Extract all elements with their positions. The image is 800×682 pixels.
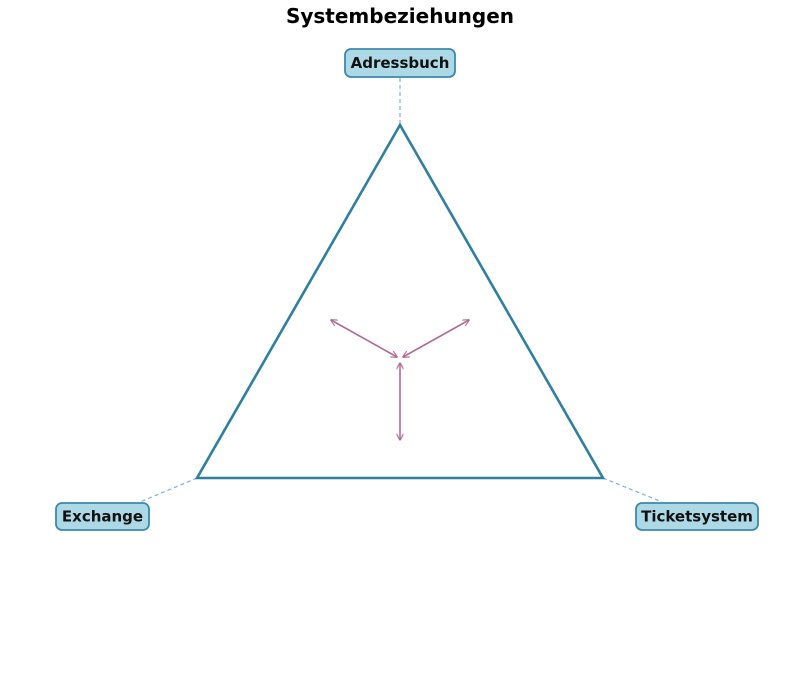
node-adressbuch: Adressbuch xyxy=(344,48,456,78)
node-box xyxy=(635,502,759,531)
arrow-to-top-right xyxy=(403,320,469,357)
node-ticketsystem: Ticketsystem xyxy=(635,502,759,531)
node-box xyxy=(55,502,150,531)
node-exchange: Exchange xyxy=(55,502,150,531)
connector-left xyxy=(139,477,198,503)
node-box xyxy=(344,48,456,78)
node-label: Ticketsystem xyxy=(641,508,753,526)
node-label: Adressbuch xyxy=(351,54,450,72)
node-label: Exchange xyxy=(62,508,143,526)
arrow-to-top-left xyxy=(331,320,397,357)
connector-right xyxy=(602,477,663,503)
diagram-title: Systembeziehungen xyxy=(286,4,514,28)
relationship-triangle xyxy=(194,122,606,480)
